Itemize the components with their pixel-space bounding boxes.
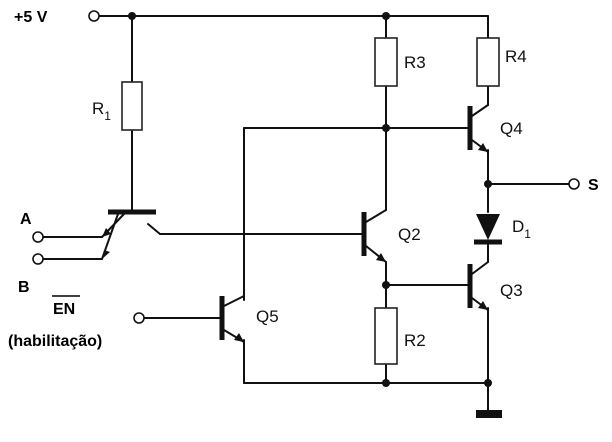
transistor-q3: [467, 261, 489, 311]
enable-note: (habilitação): [8, 333, 102, 350]
r4-label: R4: [505, 47, 527, 66]
output-terminal: [568, 178, 580, 190]
d1-label: D1: [512, 217, 531, 241]
input-b-label: B: [18, 279, 30, 296]
transistor-q1-multi-emitter: [101, 209, 156, 260]
r1-label: R1: [92, 99, 111, 123]
input-b-terminal: [32, 253, 44, 265]
q3-label: Q3: [500, 281, 523, 300]
q1-collector-lead: [147, 223, 161, 235]
input-a-terminal: [32, 231, 44, 243]
r3-label: R3: [404, 53, 426, 72]
enable-terminal: [133, 312, 145, 324]
diode-d1: [474, 214, 502, 245]
supply-label: +5 V: [14, 9, 48, 26]
resistor-r3: [374, 37, 398, 87]
transistor-q4: [467, 104, 489, 153]
q5-label: Q5: [256, 307, 279, 326]
transistor-q2: [361, 209, 387, 263]
enable-label: EN: [53, 301, 75, 318]
ground-symbol: [476, 410, 502, 418]
resistor-r2: [374, 307, 398, 365]
junction-dots: [128, 12, 492, 387]
transistor-q5: [219, 295, 245, 343]
output-label: S: [588, 177, 599, 194]
supply-terminal: [88, 10, 100, 22]
q4-label: Q4: [500, 119, 523, 138]
r2-label: R2: [404, 331, 426, 350]
q2-label: Q2: [398, 225, 421, 244]
resistor-r1: [121, 81, 143, 131]
resistor-r4: [476, 37, 500, 87]
input-a-label: A: [20, 211, 32, 228]
